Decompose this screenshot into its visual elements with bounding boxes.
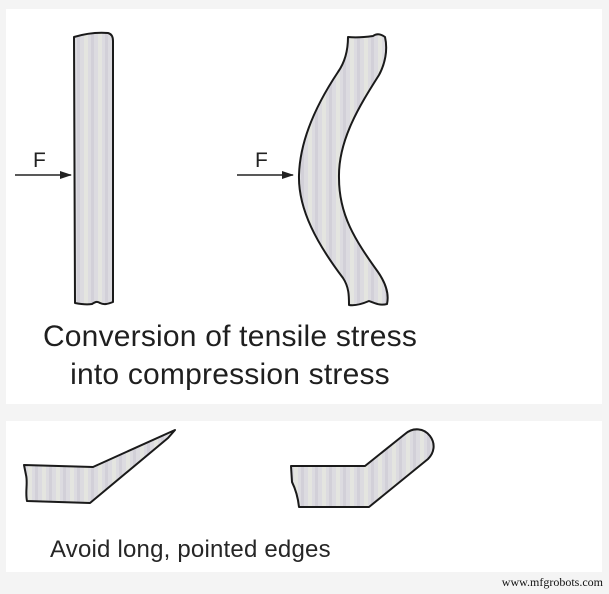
curved-bar-shape	[297, 33, 389, 307]
caption-line-1: Conversion of tensile stress	[42, 320, 418, 353]
force-label-left: F	[33, 149, 46, 172]
bottom-caption: Avoid long, pointed edges	[50, 536, 331, 563]
rounded-edge-shape	[290, 428, 435, 508]
straight-bar-shape	[73, 31, 114, 306]
watermark-link: www.mfgrobots.com	[501, 575, 603, 589]
force-label-right: F	[255, 149, 268, 172]
top-caption: Conversion of tensile stress into compre…	[0, 318, 460, 394]
pointed-edge-shape	[23, 429, 176, 504]
caption-line-2: into compression stress	[70, 358, 390, 391]
